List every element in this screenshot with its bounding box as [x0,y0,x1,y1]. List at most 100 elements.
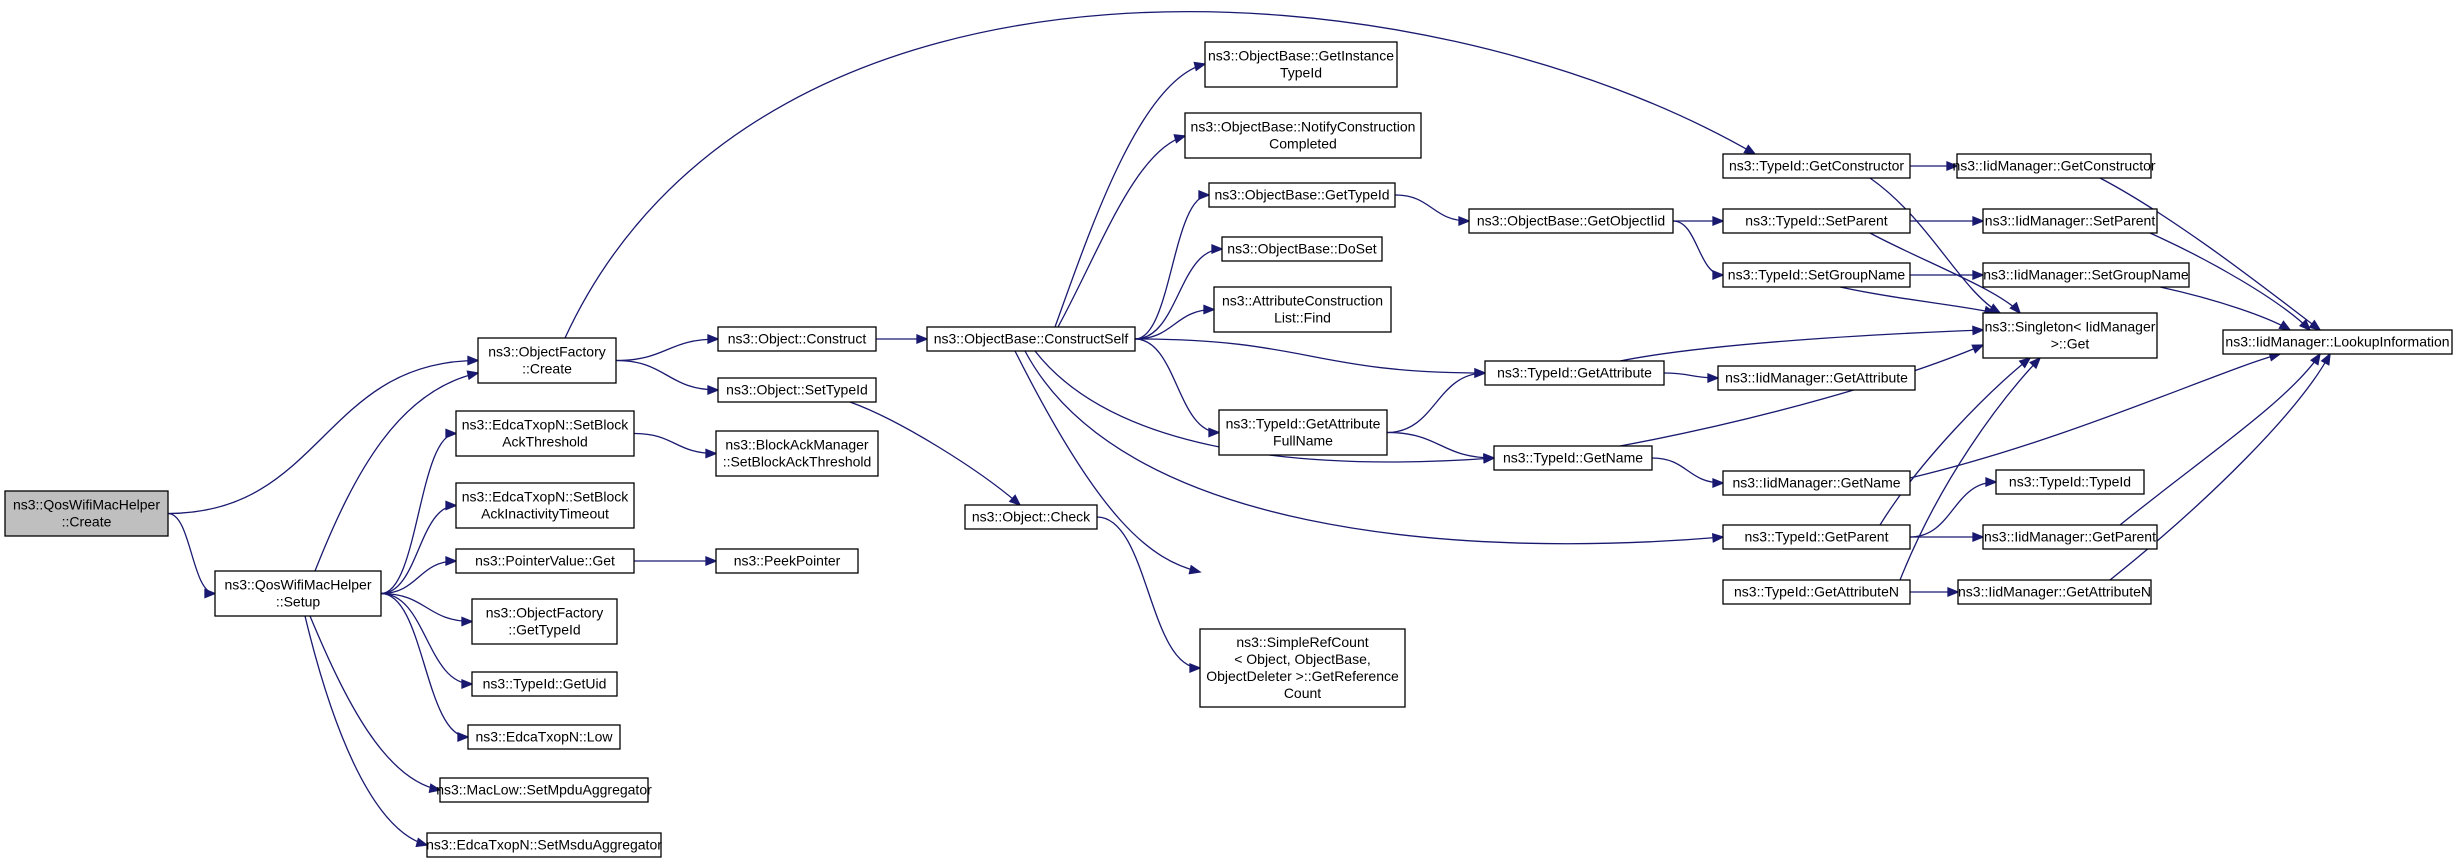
edge-n9-n16 [1134,338,1221,438]
node-box[interactable] [1722,524,1911,550]
node-box[interactable] [1956,153,2152,179]
graph-node-n34[interactable]: ns3::PointerValue::Get [455,548,635,574]
edge-arrowhead [204,588,217,599]
node-box[interactable] [1722,153,1911,179]
graph-node-n5[interactable]: ns3::Object::SetTypeId [717,377,877,403]
node-box[interactable] [717,377,877,403]
graph-node-n2[interactable]: ns3::QosWifiMacHelper::Setup [214,570,382,617]
node-box[interactable] [1218,409,1388,456]
node-box[interactable] [1722,470,1911,496]
node-box[interactable] [1982,312,2158,359]
graph-node-n12[interactable]: ns3::ObjectBase::GetTypeId [1208,182,1396,208]
graph-node-n28[interactable]: ns3::IidManager::GetParent [1982,524,2158,550]
node-box[interactable] [1957,579,2152,605]
graph-node-n24[interactable]: ns3::IidManager::SetGroupName [1982,262,2190,288]
graph-node-n26[interactable]: ns3::IidManager::GetName [1722,470,1911,496]
graph-node-n17[interactable]: ns3::TypeId::GetName [1493,445,1653,471]
node-box[interactable] [1722,579,1911,605]
node-box[interactable] [1208,182,1396,208]
node-box[interactable] [471,671,618,697]
graph-node-n27[interactable]: ns3::TypeId::TypeId [1995,469,2145,495]
graph-node-n11[interactable]: ns3::ObjectBase::NotifyConstructionCompl… [1184,112,1422,159]
edge-n18-n7 [1879,356,2032,526]
node-box[interactable] [1221,236,1383,262]
graph-node-n8[interactable]: ns3::IidManager::LookupInformation [2222,329,2453,355]
node-box[interactable] [1493,445,1653,471]
graph-node-n0[interactable]: ns3::QosWifiMacHelper::Create [4,490,169,537]
node-box[interactable] [477,337,617,384]
node-box[interactable] [1213,286,1392,333]
node-box[interactable] [1184,112,1422,159]
node-box[interactable] [1982,524,2158,550]
graph-node-n29[interactable]: ns3::IidManager::GetAttributeN [1957,579,2152,605]
graph-node-n30[interactable]: ns3::Object::Check [964,504,1098,530]
graph-node-n41[interactable]: ns3::PeekPointer [715,548,859,574]
node-box[interactable] [455,548,635,574]
graph-node-n22[interactable]: ns3::TypeId::SetGroupName [1722,262,1911,288]
node-box[interactable] [715,548,859,574]
node-box[interactable] [1722,262,1911,288]
edge-n9-n14 [1134,304,1216,340]
node-box[interactable] [1484,360,1665,386]
node-box[interactable] [214,570,382,617]
graph-node-n37[interactable]: ns3::EdcaTxopN::Low [467,724,621,750]
graph-node-n40[interactable]: ns3::BlockAckManager::SetBlockAckThresho… [715,430,879,477]
node-box[interactable] [1717,365,1916,391]
node-box[interactable] [1204,41,1398,88]
node-box[interactable] [4,490,169,537]
graph-node-n35[interactable]: ns3::ObjectFactory::GetTypeId [471,598,618,645]
node-box[interactable] [964,504,1098,530]
graph-node-n38[interactable]: ns3::MacLow::SetMpduAggregator [436,777,652,803]
node-box[interactable] [455,482,635,529]
node-box[interactable] [1982,262,2190,288]
graph-node-n32[interactable]: ns3::EdcaTxopN::SetBlockAckThreshold [455,410,635,457]
graph-node-n13[interactable]: ns3::ObjectBase::DoSet [1221,236,1383,262]
node-label: ns3::IidManager::SetParent [1985,213,2156,229]
edge-arrowhead [1972,532,1985,542]
graph-node-n15[interactable]: ns3::TypeId::GetAttribute [1484,360,1665,386]
node-box[interactable] [1995,469,2145,495]
graph-node-n3[interactable]: ns3::TypeId::GetConstructor [1722,153,1911,179]
graph-node-n39[interactable]: ns3::EdcaTxopN::SetMsduAggregator [426,832,662,858]
node-box[interactable] [1199,628,1406,708]
node-box[interactable] [426,832,662,858]
edge-n2-n37 [380,592,470,742]
graph-node-n1[interactable]: ns3::ObjectFactory::Create [477,337,617,384]
node-box[interactable] [1468,208,1674,234]
edge-arrowhead [461,679,474,689]
graph-node-n19[interactable]: ns3::TypeId::GetAttributeN [1722,579,1911,605]
graph-node-n9[interactable]: ns3::ObjectBase::ConstructSelf [926,326,1136,352]
node-box[interactable] [1982,208,2158,234]
graph-node-n33[interactable]: ns3::EdcaTxopN::SetBlockAckInactivityTim… [455,482,635,529]
edge-n0-n2 [167,512,217,599]
graph-node-n20[interactable]: ns3::ObjectBase::GetObjectIid [1468,208,1674,234]
node-box[interactable] [455,410,635,457]
graph-node-n4[interactable]: ns3::Object::Construct [717,326,877,352]
graph-node-n31[interactable]: ns3::SimpleRefCount< Object, ObjectBase,… [1199,628,1406,708]
graph-node-n21[interactable]: ns3::TypeId::SetParent [1722,208,1911,234]
node-label: ns3::ObjectBase::DoSet [1227,241,1377,257]
edge-n30-n31 [1096,516,1202,673]
node-box[interactable] [467,724,621,750]
node-box[interactable] [926,326,1136,352]
graph-node-n18[interactable]: ns3::TypeId::GetParent [1722,524,1911,550]
node-box[interactable] [471,598,618,645]
node-box[interactable] [2222,329,2453,355]
node-box[interactable] [439,777,649,803]
node-box[interactable] [717,326,877,352]
graph-node-n36[interactable]: ns3::TypeId::GetUid [471,671,618,697]
graph-node-n23[interactable]: ns3::IidManager::SetParent [1982,208,2158,234]
graph-node-n6[interactable]: ns3::IidManager::GetConstructor [1952,153,2156,179]
node-box[interactable] [715,430,879,477]
graph-node-n25[interactable]: ns3::IidManager::GetAttribute [1717,365,1916,391]
node-label: ns3::TypeId::GetParent [1745,529,1889,545]
graph-node-n7[interactable]: ns3::Singleton< IidManager >::Get [1982,312,2158,359]
edge-arrowhead [705,448,718,459]
node-label: ns3::EdcaTxopN::SetBlock [462,417,630,433]
edge-n24-n8 [2159,286,2292,331]
edge-n1-n5 [615,359,720,395]
node-box[interactable] [1722,208,1911,234]
